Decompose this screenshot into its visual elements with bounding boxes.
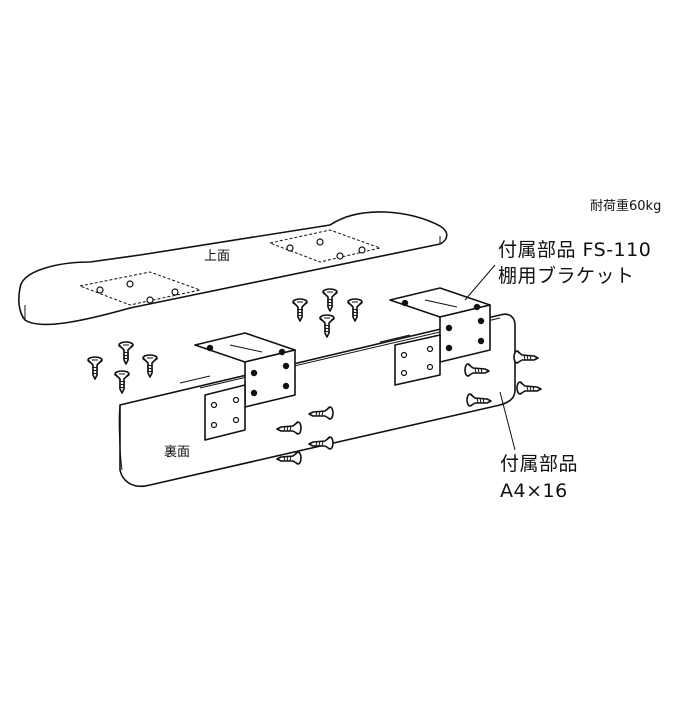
bracket-footprint-right bbox=[268, 229, 382, 263]
screw-side-right-4 bbox=[466, 393, 492, 407]
screw-side-left-2 bbox=[308, 406, 334, 420]
bracket-part-name: 棚用ブラケット bbox=[498, 265, 635, 287]
back-face-label: 裏面 bbox=[164, 445, 191, 460]
top-face-label: 上面 bbox=[204, 249, 231, 264]
screw-2 bbox=[322, 288, 338, 312]
screw-6 bbox=[118, 341, 134, 365]
bracket-part-title: 付属部品 FS-110 bbox=[498, 239, 652, 261]
screw-side-left-3 bbox=[276, 451, 302, 465]
screw-5 bbox=[87, 356, 103, 380]
screw-1 bbox=[292, 298, 308, 322]
screw-part-spec: A4×16 bbox=[500, 480, 568, 502]
screw-side-right-1 bbox=[513, 350, 539, 364]
screw-side-left-4 bbox=[308, 436, 334, 450]
screw-3 bbox=[347, 298, 363, 322]
screws bbox=[87, 288, 542, 465]
screw-4 bbox=[319, 314, 335, 338]
screw-part-title: 付属部品 bbox=[500, 453, 579, 475]
screw-7 bbox=[142, 354, 158, 378]
bracket-right bbox=[389, 287, 491, 386]
screw-8 bbox=[114, 370, 130, 394]
bracket-left bbox=[194, 332, 296, 441]
screw-side-left-1 bbox=[276, 421, 302, 435]
bracket-footprint-left bbox=[78, 271, 202, 306]
load-capacity-label: 耐荷重60kg bbox=[590, 199, 662, 214]
screw-leader-line bbox=[499, 391, 516, 451]
screw-side-right-2 bbox=[516, 381, 542, 395]
shelf-board-top bbox=[18, 211, 448, 326]
screw-side-right-3 bbox=[464, 363, 490, 377]
bracket-leader-line bbox=[464, 264, 496, 301]
